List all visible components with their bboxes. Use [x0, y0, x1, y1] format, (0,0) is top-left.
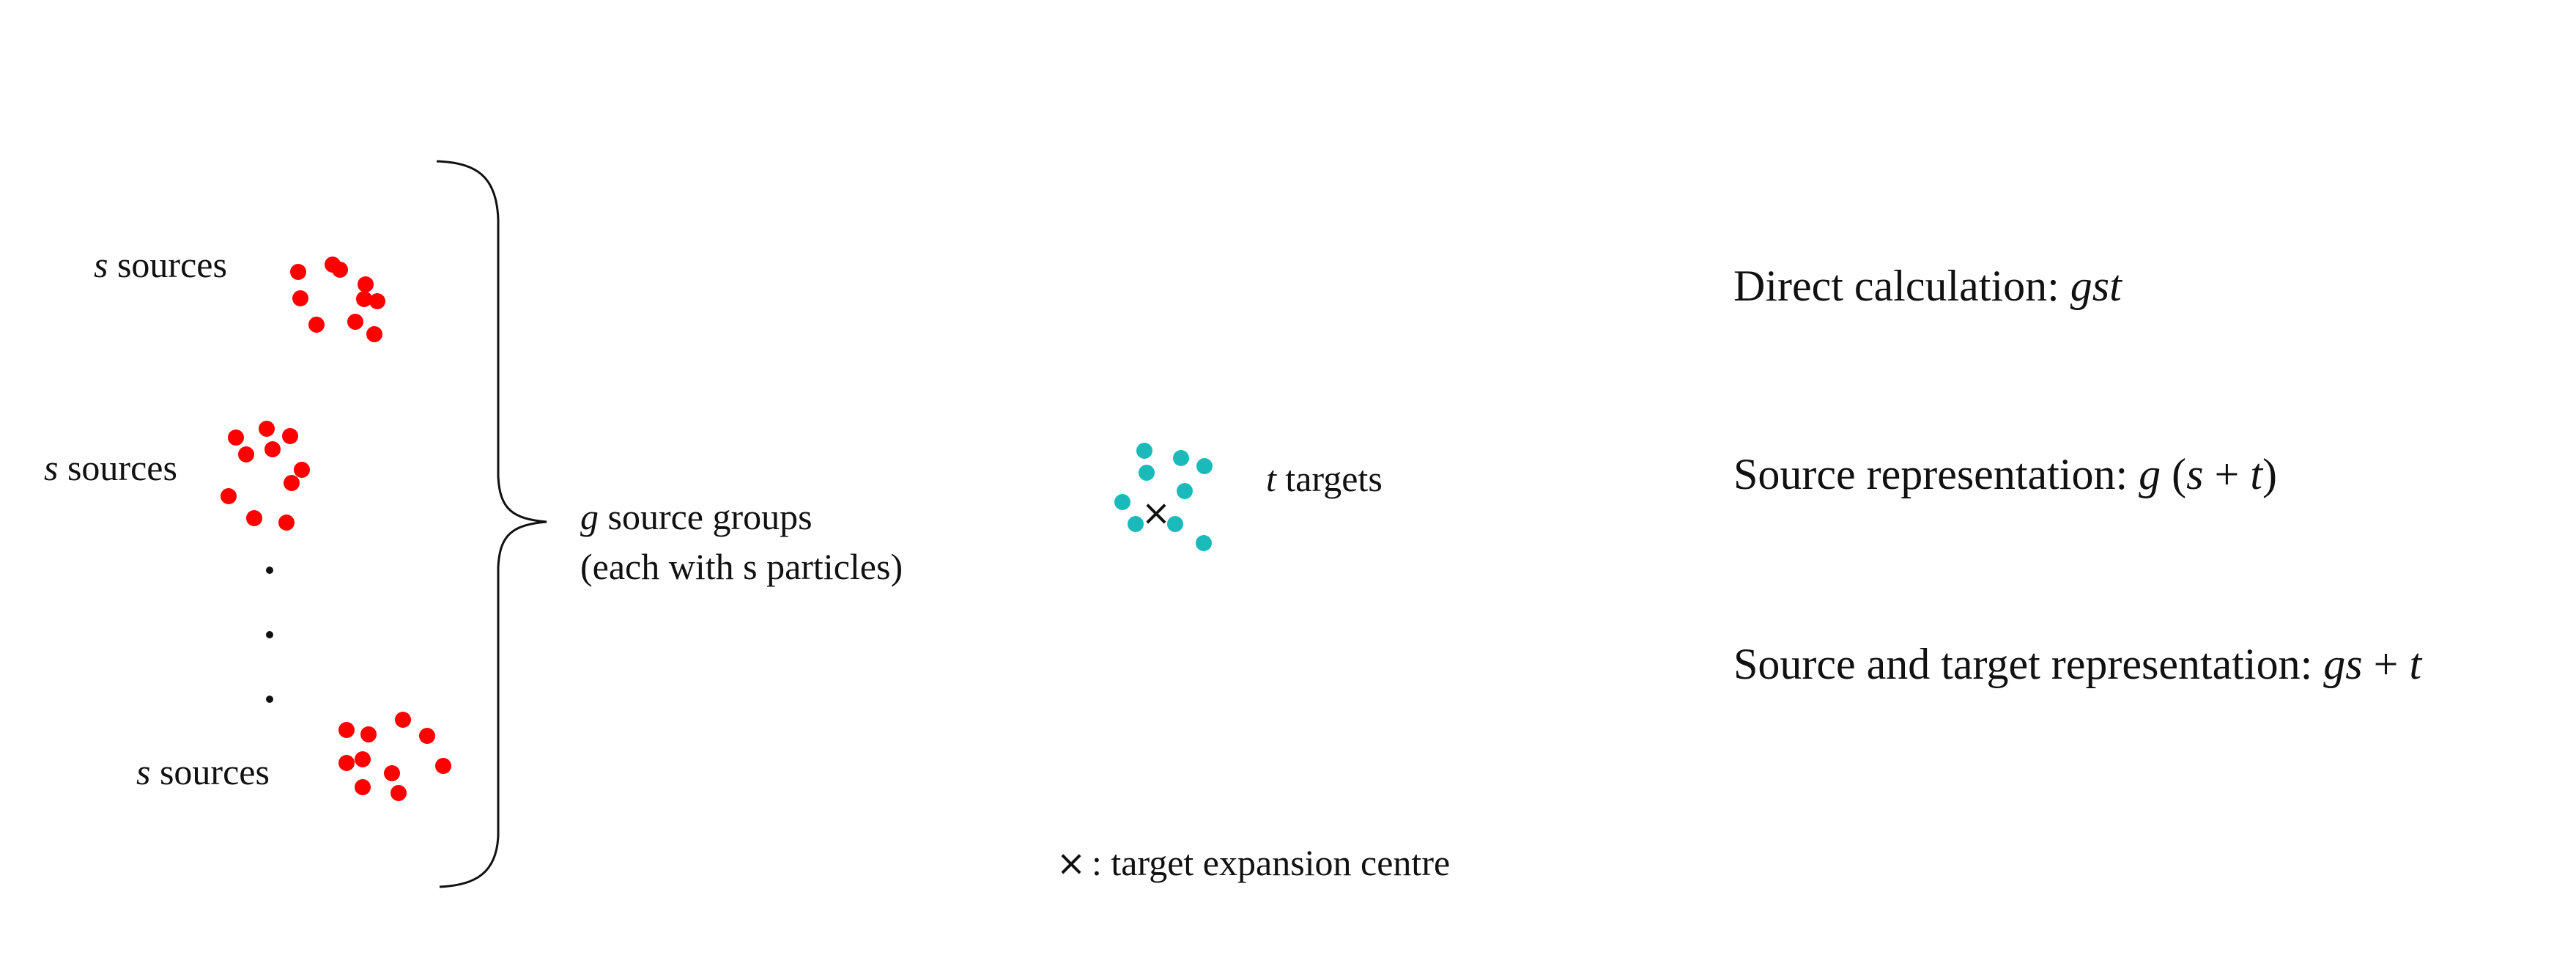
target-particle [1128, 516, 1144, 532]
source-particle [221, 488, 237, 504]
target-particle [1114, 494, 1130, 510]
source-groups-sublabel: (each with s particles) [580, 546, 903, 587]
vertical-ellipsis [266, 567, 273, 703]
source-group-1: s sources [94, 244, 385, 342]
source-particle [358, 276, 374, 292]
legend: × : target expansion centre [1056, 842, 1450, 884]
targets-label: t targets [1266, 458, 1383, 499]
source-group-3-label: s sources [136, 751, 270, 792]
target-cluster: × t targets [1114, 443, 1383, 551]
target-particle [1139, 465, 1155, 481]
source-group-3: s sources [136, 712, 451, 801]
source-particle [259, 421, 275, 437]
source-particle [338, 755, 355, 771]
legend-cross-icon: × [1056, 843, 1086, 884]
curly-brace [436, 160, 547, 888]
target-particle [1177, 483, 1193, 499]
source-particle [282, 428, 298, 444]
source-particle [355, 779, 371, 795]
source-particle [369, 293, 385, 309]
ellipsis-dot [266, 696, 273, 703]
target-particle [1196, 458, 1213, 474]
cost-source-and-target-representation: Source and target representation: gs + t [1733, 640, 2422, 688]
source-particle [332, 262, 348, 278]
source-particle [290, 264, 306, 280]
source-particle [355, 751, 371, 767]
source-group-1-label: s sources [94, 244, 227, 285]
source-particle [356, 291, 372, 307]
source-particle [366, 326, 382, 342]
source-particle [419, 728, 435, 744]
source-group-3-particles [338, 712, 451, 801]
source-particle [338, 722, 355, 738]
target-particle [1136, 443, 1152, 459]
target-particles [1114, 443, 1213, 551]
source-groups-label: g source groups [580, 496, 813, 537]
source-particle [278, 515, 295, 531]
target-expansion-centre-marker: × [1141, 493, 1171, 534]
cost-source-representation: Source representation: g (s + t) [1733, 450, 2277, 498]
source-particle [264, 441, 281, 457]
source-particle [347, 314, 363, 330]
source-particle [246, 510, 262, 526]
ellipsis-dot [266, 567, 273, 574]
source-group-1-particles [290, 257, 385, 342]
source-group-2: s sources [44, 421, 310, 531]
source-particle [395, 712, 411, 728]
source-group-2-particles [221, 421, 310, 531]
source-particle [238, 446, 254, 462]
legend-text: : target expansion centre [1092, 842, 1450, 883]
source-group-2-label: s sources [44, 447, 177, 488]
source-particle [292, 290, 308, 306]
source-particle [284, 475, 300, 491]
target-particle [1196, 535, 1212, 551]
ellipsis-dot [266, 631, 273, 638]
source-particle [294, 462, 310, 478]
source-particle [384, 765, 400, 781]
target-particle [1173, 450, 1189, 466]
target-particle [1167, 516, 1183, 532]
cost-direct-calculation: Direct calculation: gst [1733, 262, 2122, 310]
source-particle [391, 785, 407, 801]
source-particle [435, 758, 451, 774]
source-particle [308, 317, 325, 333]
source-particle [228, 429, 244, 446]
source-particle [360, 726, 377, 742]
